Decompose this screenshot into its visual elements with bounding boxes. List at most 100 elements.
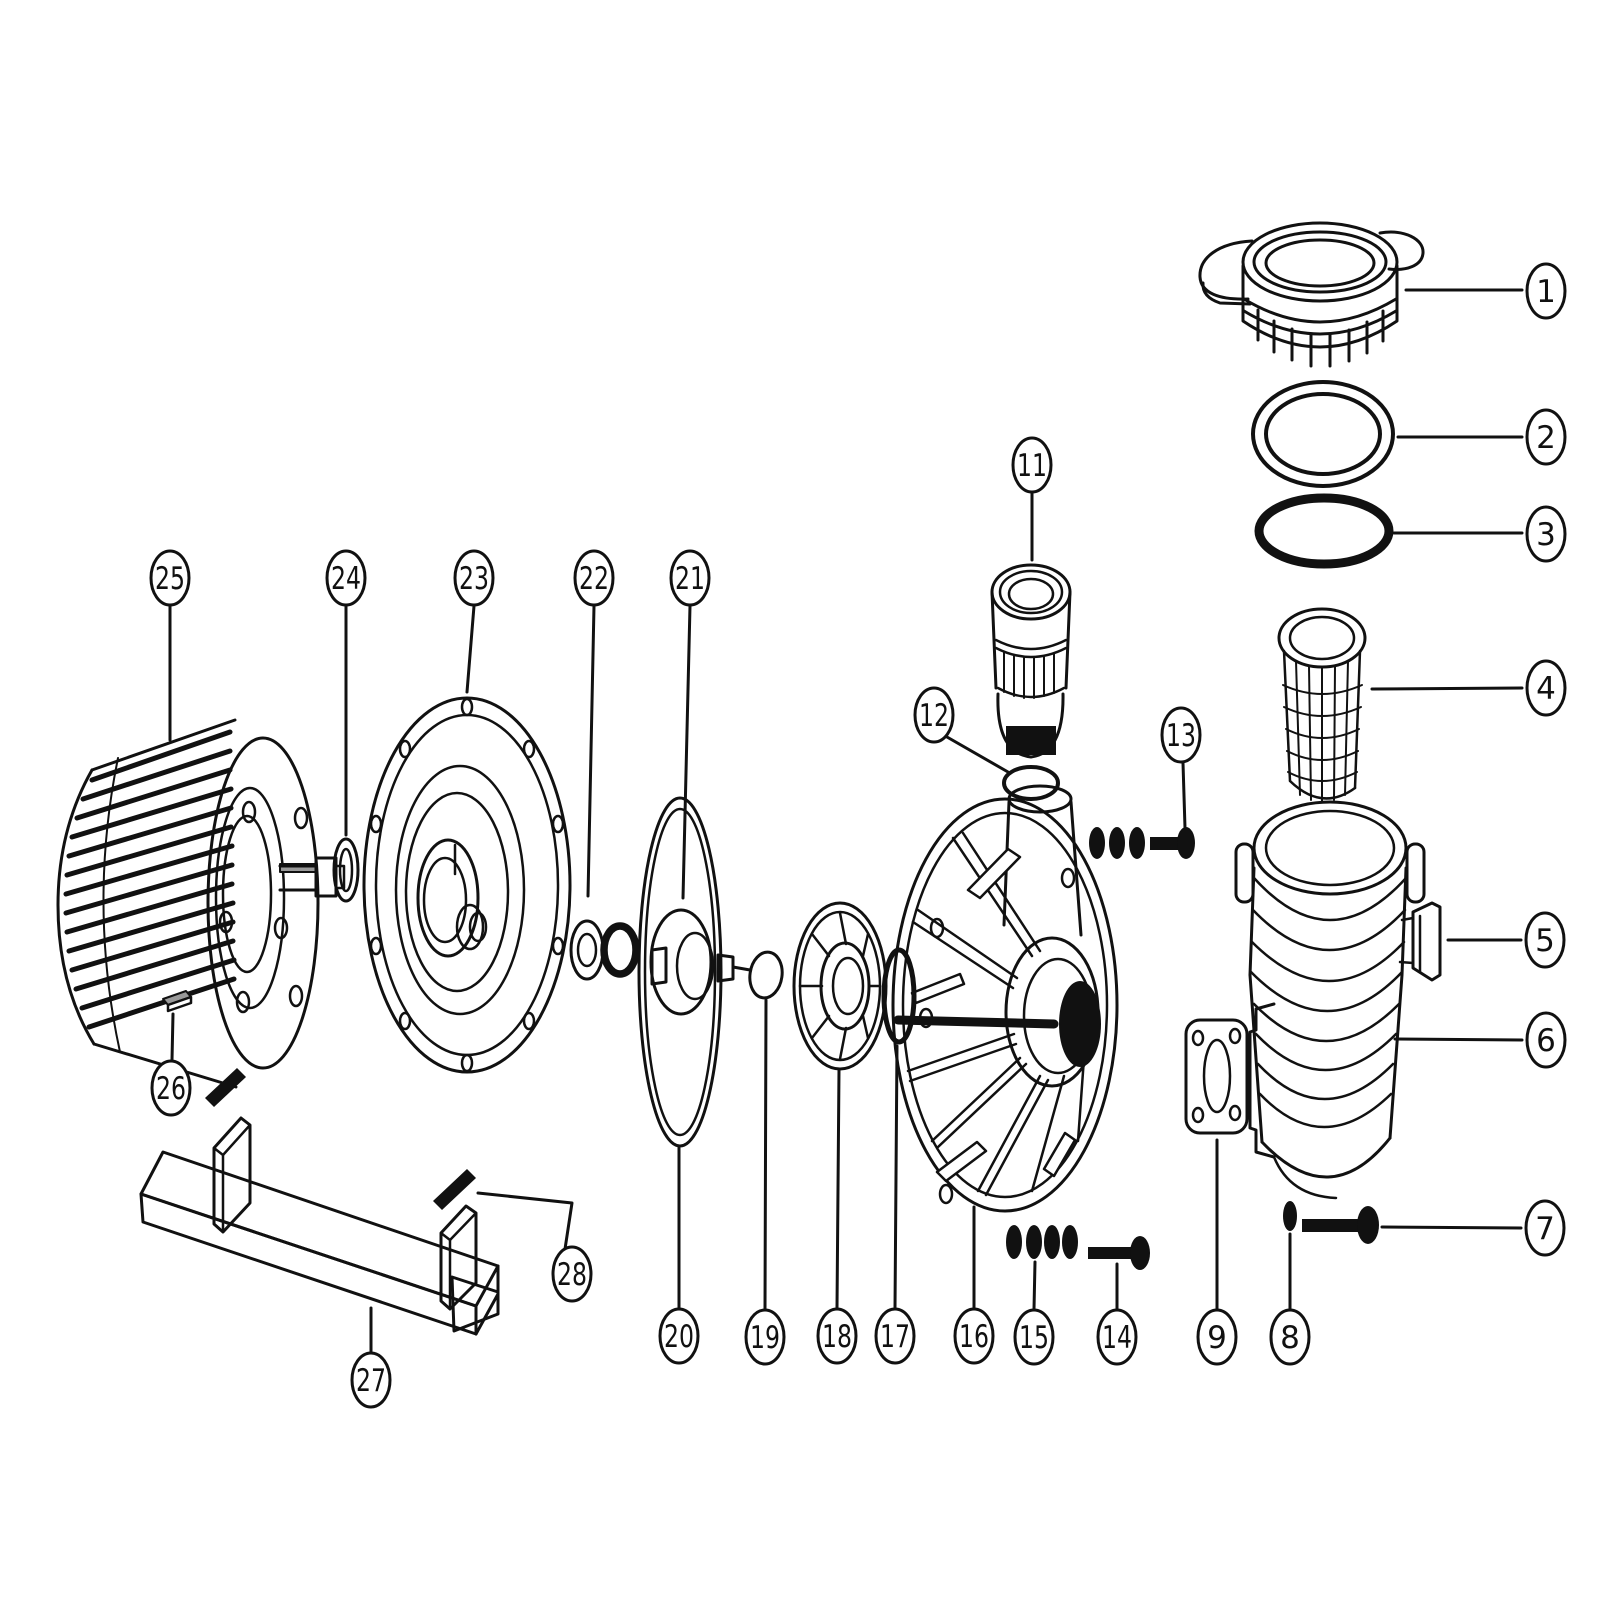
callout-9-flange-gasket: 9 — [1196, 1138, 1238, 1366]
callout-bubble-12 — [913, 686, 955, 744]
callout-number-23: 23 — [459, 561, 489, 597]
callout-1-strainer-lid: 1 — [1404, 262, 1567, 320]
callout-bubble-23 — [453, 549, 495, 607]
callout-bubble-18 — [816, 1307, 858, 1365]
callout-11-diffuser-cartridge: 11 — [1011, 436, 1053, 562]
callout-number-3: 3 — [1536, 517, 1556, 553]
part-strainer-basket — [1277, 607, 1367, 803]
part-volute-o-ring — [881, 947, 917, 1045]
callout-21-impeller: 21 — [669, 549, 711, 900]
callout-18-diffuser-plate: 18 — [816, 1068, 858, 1365]
callout-27-mounting-base: 27 — [350, 1306, 392, 1409]
callout-layer: 1234567891112131415161718192021222324252… — [149, 262, 1567, 1409]
callout-bubble-1 — [1525, 262, 1567, 320]
callout-bubble-20 — [658, 1307, 700, 1365]
callout-number-16: 16 — [959, 1319, 989, 1355]
leader-line-12 — [945, 735, 1010, 774]
callout-number-6: 6 — [1536, 1023, 1556, 1059]
part-motor-key — [162, 990, 193, 1013]
callout-bubble-13 — [1160, 706, 1202, 764]
part-seal-plate — [362, 696, 572, 1074]
callout-number-2: 2 — [1536, 420, 1556, 456]
leader-line-15 — [1032, 1260, 1037, 1311]
part-impeller — [637, 796, 723, 1148]
part-flange-gasket — [1184, 1018, 1249, 1135]
part-motor — [56, 718, 346, 1089]
callout-6-strainer-housing: 6 — [1393, 1011, 1567, 1069]
part-volute — [891, 784, 1119, 1213]
leader-line-21 — [681, 604, 692, 900]
callout-bubble-19 — [744, 1308, 786, 1366]
part-housing-bolt-washer — [1283, 1201, 1379, 1244]
callout-bubble-16 — [953, 1307, 995, 1365]
callout-2-lid-gasket: 2 — [1396, 408, 1567, 466]
callout-20-impeller-shroud: 20 — [658, 1146, 700, 1365]
part-side-fitting — [1398, 901, 1442, 982]
callout-bubble-28 — [551, 1245, 593, 1303]
part-small-o-ring — [1002, 765, 1060, 801]
leader-line-23 — [465, 604, 476, 694]
leader-line-19 — [763, 998, 768, 1311]
callout-bubble-24 — [325, 549, 367, 607]
callout-bubble-9 — [1196, 1308, 1238, 1366]
leader-line-13 — [1181, 761, 1187, 830]
part-diffuser-cartridge — [990, 563, 1072, 759]
callout-26-motor-key: 26 — [150, 1012, 192, 1117]
callout-bubble-6 — [1525, 1011, 1567, 1069]
callout-15-washer-set: 15 — [1013, 1260, 1055, 1366]
callout-number-13: 13 — [1166, 718, 1196, 754]
part-lid-gasket — [1251, 380, 1395, 488]
callout-24-slinger-ring: 24 — [325, 549, 367, 837]
callout-5-side-fitting: 5 — [1446, 911, 1566, 969]
callout-23-seal-plate: 23 — [453, 549, 495, 694]
part-strainer-housing — [1234, 800, 1426, 1200]
callout-number-28: 28 — [557, 1257, 587, 1293]
part-impeller-screw — [716, 950, 784, 1000]
callout-bubble-17 — [874, 1307, 916, 1365]
callout-number-4: 4 — [1536, 671, 1556, 707]
callout-number-21: 21 — [675, 561, 705, 597]
callout-number-9: 9 — [1207, 1320, 1227, 1356]
callout-number-17: 17 — [880, 1319, 910, 1355]
leader-line-7 — [1380, 1225, 1523, 1230]
callout-number-14: 14 — [1102, 1320, 1132, 1356]
callout-number-26: 26 — [156, 1071, 186, 1107]
callout-28-base-pad: 28 — [476, 1191, 593, 1303]
leader-line-6 — [1393, 1037, 1524, 1042]
callout-number-22: 22 — [579, 561, 609, 597]
callout-bubble-26 — [150, 1059, 192, 1117]
callout-8-bolt-washer: 8 — [1269, 1232, 1311, 1366]
leader-line-22 — [586, 604, 596, 898]
callout-bubble-14 — [1096, 1308, 1138, 1366]
part-base-pads — [205, 1068, 476, 1210]
callout-number-15: 15 — [1019, 1320, 1049, 1356]
leader-line-4 — [1370, 686, 1524, 691]
callout-bubble-7 — [1524, 1199, 1566, 1257]
leader-line-28 — [476, 1191, 574, 1251]
part-bolt-set-upper — [1089, 827, 1195, 859]
leader-line-26 — [170, 1012, 175, 1062]
callout-number-1: 1 — [1536, 274, 1556, 310]
callout-bubble-5 — [1524, 911, 1566, 969]
leader-line-18 — [835, 1068, 841, 1310]
callout-number-20: 20 — [664, 1319, 694, 1355]
callout-number-25: 25 — [155, 561, 185, 597]
callout-25-motor: 25 — [149, 549, 191, 742]
callout-bubble-27 — [350, 1351, 392, 1409]
callout-bubble-4 — [1525, 659, 1567, 717]
part-slinger-ring — [332, 837, 360, 903]
callout-bubble-15 — [1013, 1308, 1055, 1366]
callout-number-12: 12 — [919, 698, 949, 734]
callout-bubble-22 — [573, 549, 615, 607]
callout-7-housing-bolt: 7 — [1380, 1199, 1566, 1257]
callout-number-7: 7 — [1535, 1211, 1555, 1247]
callout-number-5: 5 — [1535, 923, 1555, 959]
callout-bubble-11 — [1011, 436, 1053, 494]
callout-17-volute-o-ring: 17 — [874, 1044, 916, 1365]
callout-bubble-25 — [149, 549, 191, 607]
callout-number-8: 8 — [1280, 1320, 1300, 1356]
part-lid-o-ring — [1254, 493, 1394, 569]
leader-line-17 — [893, 1044, 899, 1310]
callout-19-impeller-screw: 19 — [744, 998, 786, 1366]
